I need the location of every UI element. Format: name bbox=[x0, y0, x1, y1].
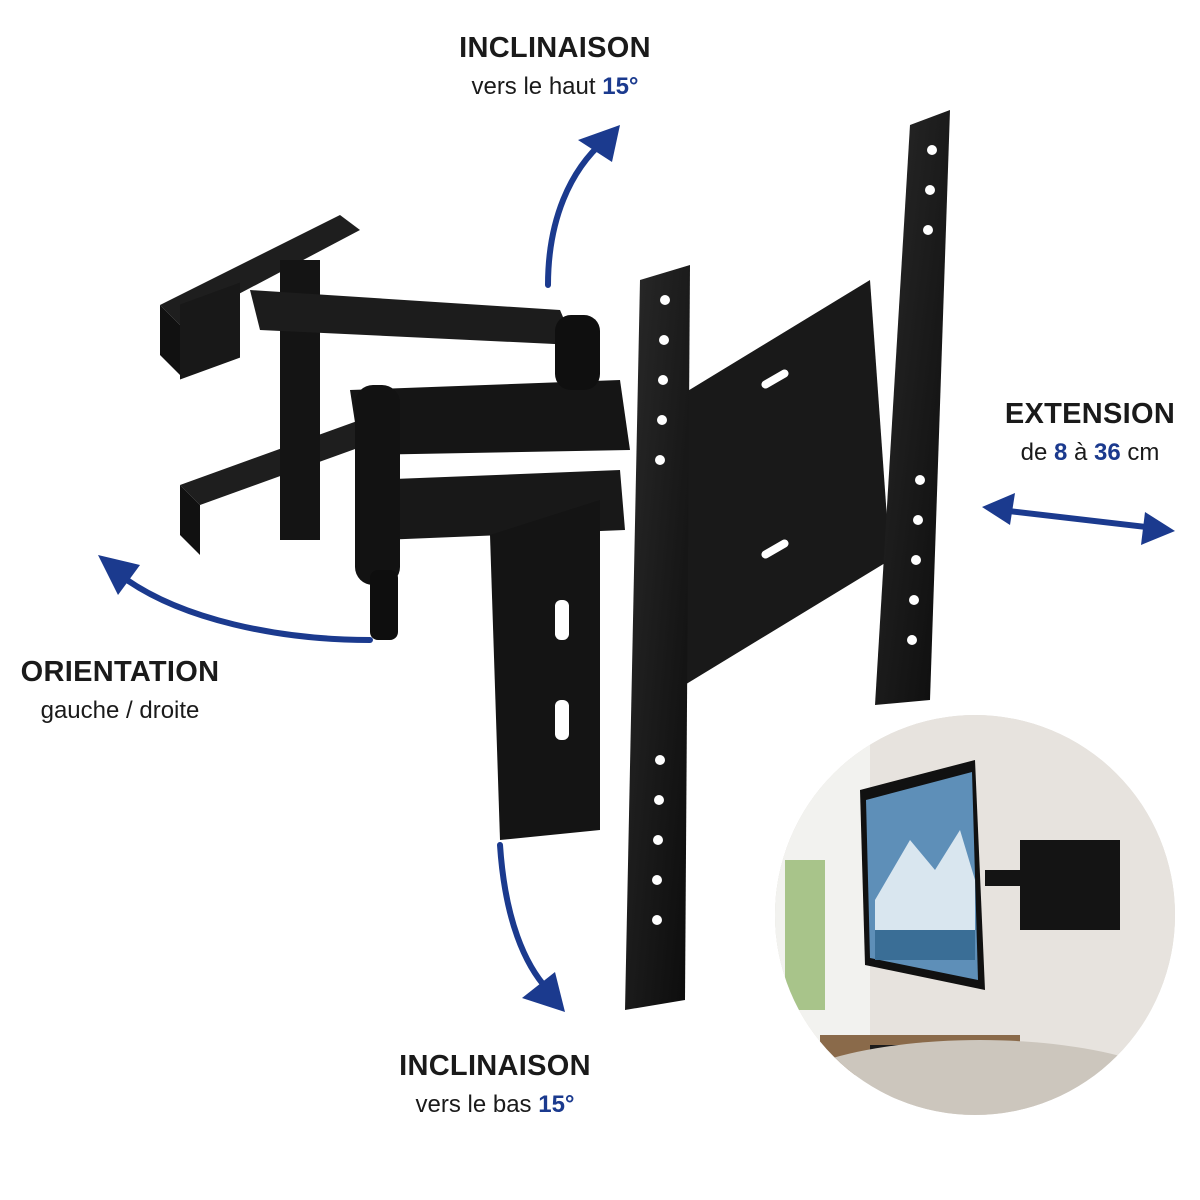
double-arrow-icon bbox=[982, 493, 1175, 545]
tilt-up-sub-text: vers le haut bbox=[471, 73, 596, 100]
arrow-down-icon bbox=[497, 842, 565, 1012]
extension-unit: cm bbox=[1127, 439, 1160, 466]
orientation-title: ORIENTATION bbox=[20, 656, 220, 688]
tilt-down-title: INCLINAISON bbox=[399, 1050, 591, 1082]
tilt-up-label: INCLINAISON vers le haut 15° bbox=[400, 32, 710, 101]
tilt-up-title: INCLINAISON bbox=[459, 32, 651, 64]
extension-title: EXTENSION bbox=[1004, 398, 1176, 430]
arrow-left-icon bbox=[98, 555, 373, 643]
extension-min: 8 bbox=[1053, 439, 1068, 466]
room-inset-photo bbox=[775, 715, 1175, 1115]
orientation-label: ORIENTATION gauche / droite bbox=[10, 656, 230, 725]
articulating-arm bbox=[250, 290, 630, 640]
orientation-subtitle: gauche / droite bbox=[40, 697, 200, 724]
tilt-down-subtitle: vers le bas 15° bbox=[340, 1091, 650, 1119]
arrow-up-icon bbox=[545, 125, 620, 288]
extension-max: 36 bbox=[1094, 439, 1121, 466]
tv-plate bbox=[490, 110, 950, 1010]
extension-subtitle: de 8 à 36 cm bbox=[980, 439, 1200, 467]
wall-plate bbox=[160, 215, 380, 555]
tilt-down-sub-text: vers le bas bbox=[415, 1091, 532, 1118]
extension-sub-pre: de bbox=[1020, 439, 1048, 466]
tilt-up-subtitle: vers le haut 15° bbox=[400, 73, 710, 101]
tilt-down-label: INCLINAISON vers le bas 15° bbox=[340, 1050, 650, 1119]
tilt-up-value: 15° bbox=[602, 73, 639, 100]
extension-label: EXTENSION de 8 à 36 cm bbox=[980, 398, 1200, 467]
extension-mid: à bbox=[1074, 439, 1088, 466]
tilt-down-value: 15° bbox=[538, 1091, 575, 1118]
